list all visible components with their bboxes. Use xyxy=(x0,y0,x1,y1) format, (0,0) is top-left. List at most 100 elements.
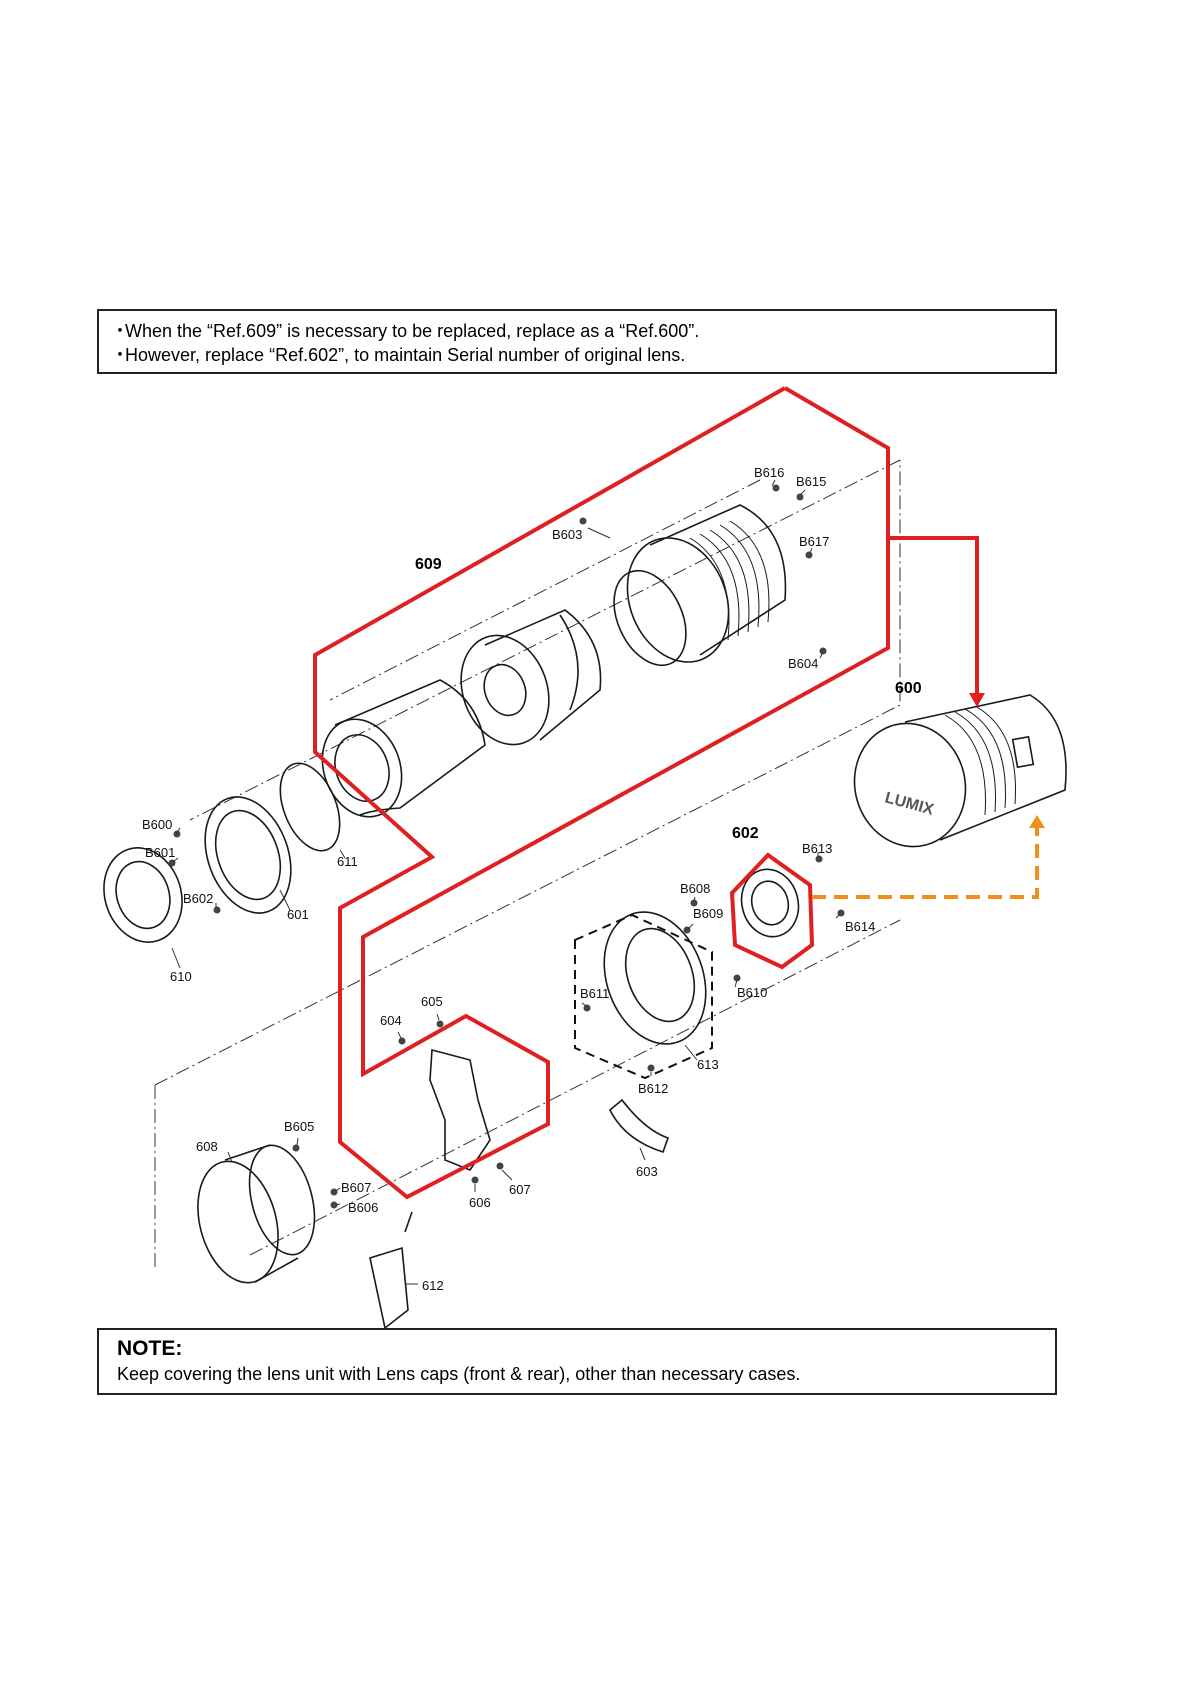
cam-barrel-inner xyxy=(483,663,527,717)
note-line-1: ・When the “Ref.609” is necessary to be r… xyxy=(111,319,1043,343)
screw-607 xyxy=(496,1162,504,1170)
screw-b602 xyxy=(213,906,221,914)
label-608: 608 xyxy=(196,1139,218,1154)
label-b605: B605 xyxy=(284,1119,314,1134)
label-601: 601 xyxy=(287,907,309,922)
axis-line xyxy=(329,479,761,701)
zoom-ring-grip xyxy=(689,520,770,641)
ring-608-front xyxy=(248,1144,316,1256)
screw-b613 xyxy=(815,855,823,863)
label-607: 607 xyxy=(509,1182,531,1197)
label-b600: B600 xyxy=(142,817,172,832)
mount-inner xyxy=(624,927,696,1023)
label-b602: B602 xyxy=(183,891,213,906)
bullet: ・ xyxy=(111,345,129,365)
ref-602-alt-arrow xyxy=(812,825,1039,899)
assembly-axis-frame xyxy=(154,459,901,1270)
note-text: Keep covering the lens unit with Lens ca… xyxy=(117,1364,801,1384)
lens-600 xyxy=(853,694,1067,848)
label-605: 605 xyxy=(421,994,443,1009)
ring-edge xyxy=(224,1144,271,1161)
lens-600-body xyxy=(904,694,1067,841)
ref-602-outline xyxy=(729,852,815,970)
main-barrel-body xyxy=(649,504,787,656)
label-b606: B606 xyxy=(348,1200,378,1215)
label-b617: B617 xyxy=(799,534,829,549)
part-608-ring xyxy=(197,1144,316,1284)
screw-b604 xyxy=(819,647,827,655)
screw-b612 xyxy=(647,1064,655,1072)
screw-b600 xyxy=(173,830,181,838)
main-barrel-face xyxy=(626,537,730,663)
label-604: 604 xyxy=(380,1013,402,1028)
ring-edge xyxy=(254,1257,299,1283)
screw-b611 xyxy=(583,1004,591,1012)
label-b612: B612 xyxy=(638,1081,668,1096)
rear-mount-group xyxy=(103,762,341,943)
part-613-dashed-boundary xyxy=(574,913,713,1080)
part-603-lever xyxy=(609,1098,670,1153)
screw-606 xyxy=(471,1176,479,1184)
cam-barrel-face xyxy=(460,634,550,746)
label-b610: B610 xyxy=(737,985,767,1000)
label-602: 602 xyxy=(732,825,759,842)
note-text-1: When the “Ref.609” is necessary to be re… xyxy=(125,321,700,341)
label-603: 603 xyxy=(636,1164,658,1179)
mount-outer xyxy=(603,911,707,1045)
part-601-mount xyxy=(204,796,292,914)
cam-barrel-body xyxy=(484,609,602,741)
replacement-note-box: ・When the “Ref.609” is necessary to be r… xyxy=(97,309,1057,374)
cam-slot xyxy=(559,614,579,711)
part-612-wire xyxy=(404,1211,413,1233)
part-609-assembly xyxy=(321,504,787,818)
lumix-logo: LUMIX xyxy=(883,789,936,818)
label-b609: B609 xyxy=(693,906,723,921)
screw-b617 xyxy=(805,551,813,559)
note-box: NOTE: Keep covering the lens unit with L… xyxy=(97,1328,1057,1395)
alt-arrow-head xyxy=(1029,815,1045,828)
label-609: 609 xyxy=(415,556,442,573)
screw-605 xyxy=(436,1020,444,1028)
arrow-head-600 xyxy=(969,693,985,707)
rear-tube-inner xyxy=(334,734,390,802)
lens-cap-front xyxy=(853,722,967,848)
frame-line xyxy=(154,460,901,1086)
screw-b608 xyxy=(690,899,698,907)
label-b616: B616 xyxy=(754,465,784,480)
screw-b616 xyxy=(772,484,780,492)
note-line-2: ・However, replace “Ref.602”, to maintain… xyxy=(111,343,1043,367)
label-b604: B604 xyxy=(788,656,818,671)
lens-600-grip xyxy=(944,705,1016,816)
label-b614: B614 xyxy=(845,919,875,934)
lens-switch xyxy=(1011,735,1035,769)
screw-604 xyxy=(398,1037,406,1045)
label-b601: B601 xyxy=(145,845,175,860)
label-b603: B603 xyxy=(552,527,582,542)
part-601-inner xyxy=(214,809,282,901)
label-b611: B611 xyxy=(580,986,609,1001)
note-text-2: However, replace “Ref.602”, to maintain … xyxy=(125,345,686,365)
screw-b615 xyxy=(796,493,804,501)
part-613-mount xyxy=(603,911,707,1045)
screw-b603 xyxy=(579,517,587,525)
note-title: NOTE: xyxy=(117,1337,183,1360)
label-b608: B608 xyxy=(680,881,710,896)
screw-b610 xyxy=(733,974,741,982)
part-602-ring xyxy=(740,868,800,938)
label-611: 611 xyxy=(337,854,358,869)
screw-b607 xyxy=(330,1188,338,1196)
part-611-ring xyxy=(279,762,341,852)
rear-tube-face xyxy=(321,718,403,818)
frame-line xyxy=(249,919,901,1256)
leader-lines xyxy=(171,479,841,1285)
bullet: ・ xyxy=(111,321,129,341)
screws xyxy=(168,484,845,1209)
flex-board xyxy=(429,1048,491,1171)
frame-line xyxy=(189,459,901,821)
part-602 xyxy=(740,868,800,938)
label-b613: B613 xyxy=(802,841,832,856)
part-612-switch xyxy=(369,1246,409,1330)
label-610: 610 xyxy=(170,969,192,984)
screw-b606 xyxy=(330,1201,338,1209)
